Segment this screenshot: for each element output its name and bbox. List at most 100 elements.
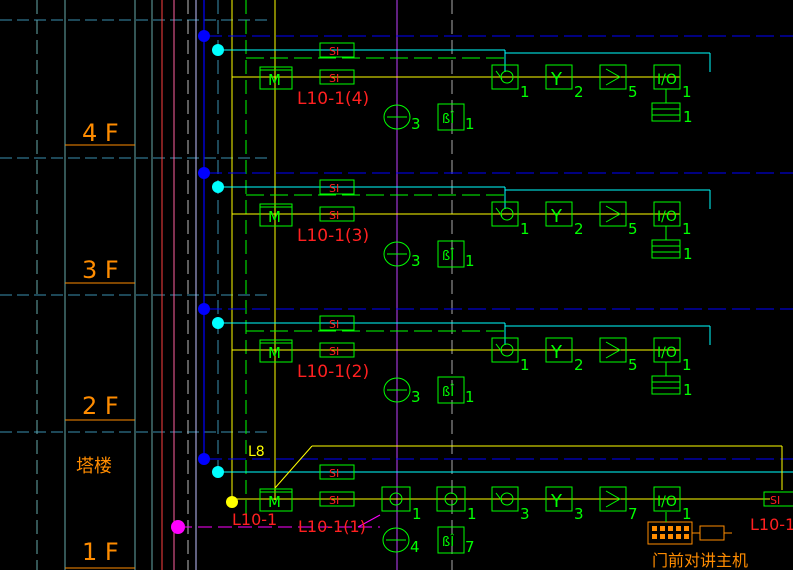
switch-icon <box>605 205 622 223</box>
device-box-switch <box>599 201 627 227</box>
circuit-label: L10-1(4) <box>297 89 369 109</box>
module-m-label: M <box>268 71 281 89</box>
smoke-detector-icon <box>495 492 503 502</box>
device-box-heat <box>545 337 573 363</box>
device-box-io <box>653 201 681 227</box>
circuit-label: L10-1(1) <box>298 517 366 536</box>
si-box <box>319 315 355 331</box>
remote-indicator-count: 3 <box>411 252 421 270</box>
module-m-box <box>259 488 293 512</box>
si-label: SI <box>329 467 339 480</box>
intercom-key <box>668 526 673 531</box>
device-box-heat <box>545 486 573 512</box>
remote-indicator-icon <box>383 241 411 267</box>
double-device-count: 1 <box>465 115 475 133</box>
intercom-key <box>684 526 689 531</box>
smoke-detector-icon <box>495 70 503 80</box>
si-box <box>319 464 355 480</box>
intercom-host-icon <box>647 521 693 545</box>
circuit-label: L10-1 <box>232 510 277 529</box>
si-label: SI <box>329 45 339 58</box>
double-device-count: 1 <box>465 388 475 406</box>
device-box-heat <box>545 64 573 90</box>
intercom-key <box>676 526 681 531</box>
device-box-switch <box>599 486 627 512</box>
intercom-key <box>652 534 657 539</box>
device-count: 1 <box>682 505 692 523</box>
remote-indicator-icon <box>383 104 411 130</box>
node-dot <box>226 496 238 508</box>
intercom-key <box>684 534 689 539</box>
si-label: SI <box>329 209 339 222</box>
heat-detector-icon: Y <box>550 206 563 227</box>
intercom-key <box>660 534 665 539</box>
device-count: 1 <box>467 505 477 523</box>
riser-tag: L8 <box>248 444 265 460</box>
si-box <box>319 206 355 222</box>
device-count: 2 <box>574 356 584 374</box>
wire-magenta <box>357 514 381 528</box>
remote-indicator-count: 4 <box>410 538 420 556</box>
monitor-box <box>436 486 466 512</box>
smoke-detector-icon <box>495 207 503 217</box>
module-m-box <box>259 203 293 227</box>
floor-label: 2 F <box>82 392 119 420</box>
device-count: 1 <box>412 505 422 523</box>
device-box-smoke <box>491 201 519 227</box>
double-device-icon: ßÎ <box>442 534 454 550</box>
device-count: 1 <box>520 83 530 101</box>
device-box-smoke <box>491 64 519 90</box>
io-sub-count: 1 <box>683 108 693 126</box>
io-label: I/O <box>657 345 677 361</box>
floor-label: 4 F <box>82 119 119 147</box>
switch-icon <box>605 68 622 86</box>
intercom-key <box>652 526 657 531</box>
si-box <box>319 491 355 507</box>
double-device-box <box>437 103 465 131</box>
intercom-label: 门前对讲主机 <box>652 551 748 570</box>
device-count: 1 <box>682 220 692 238</box>
module-m-label: M <box>268 344 281 362</box>
device-count: 5 <box>628 220 638 238</box>
switch-icon <box>605 341 622 359</box>
smoke-detector-icon <box>495 343 503 353</box>
circuit-label: L10-1(2) <box>297 362 369 382</box>
remote-indicator-count: 3 <box>411 388 421 406</box>
si-label: SI <box>770 494 780 507</box>
module-m-box <box>259 339 293 363</box>
switch-icon <box>605 490 622 508</box>
double-device-count: 7 <box>465 538 475 556</box>
double-device-icon: ßÎ <box>442 248 454 264</box>
si-box <box>319 69 355 85</box>
device-count: 2 <box>574 83 584 101</box>
circuit-label: L10-16 <box>750 515 793 534</box>
device-count: 1 <box>682 83 692 101</box>
module-m-label: M <box>268 208 281 226</box>
circuit-label: L10-1(3) <box>297 226 369 246</box>
io-label: I/O <box>657 72 677 88</box>
heat-detector-icon: Y <box>550 342 563 363</box>
si-label: SI <box>329 72 339 85</box>
monitor-icon <box>444 492 458 506</box>
device-count: 5 <box>628 356 638 374</box>
device-count: 3 <box>520 505 530 523</box>
remote-indicator-icon <box>383 377 411 403</box>
io-sub-device <box>651 375 681 395</box>
module-m-box <box>259 66 293 90</box>
intercom-key <box>668 534 673 539</box>
floor-label: 3 F <box>82 256 119 284</box>
io-sub-count: 1 <box>683 245 693 263</box>
intercom-key <box>676 534 681 539</box>
si-label: SI <box>329 182 339 195</box>
si-box <box>319 342 355 358</box>
device-box-switch <box>599 337 627 363</box>
heat-detector-icon: Y <box>550 69 563 90</box>
double-device-count: 1 <box>465 252 475 270</box>
monitor-box <box>381 486 411 512</box>
si-label: SI <box>329 345 339 358</box>
double-device-icon: ßÎ <box>442 384 454 400</box>
floor-label-1f: 1 F <box>82 538 119 566</box>
io-sub-device <box>651 239 681 259</box>
